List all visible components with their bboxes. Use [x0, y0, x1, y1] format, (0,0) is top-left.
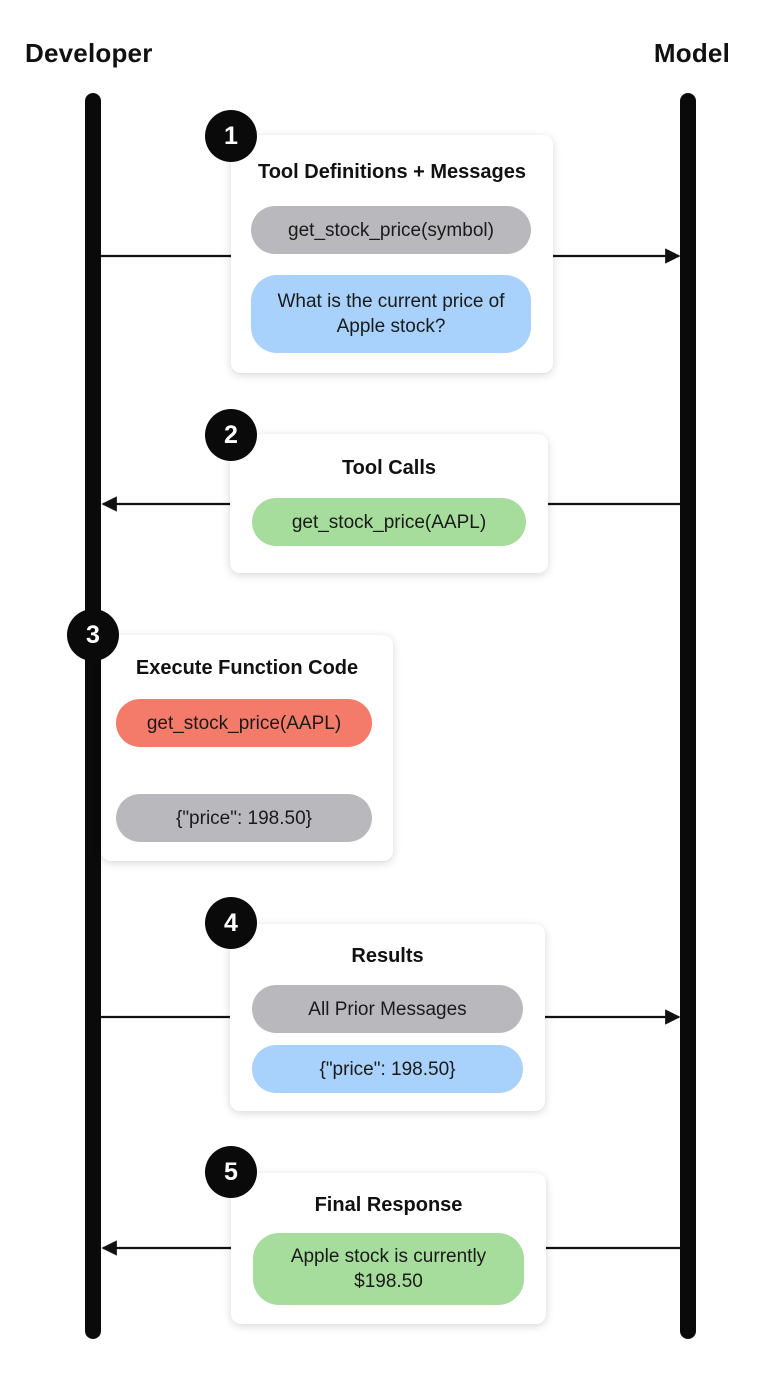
step-4-result-pill: {"price": 198.50} [252, 1045, 523, 1093]
step-5-title: Final Response [314, 1194, 463, 1216]
step-4-number-badge: 4 [205, 897, 257, 949]
step-3-result-pill: {"price": 198.50} [116, 794, 372, 842]
model-label: Model [653, 38, 730, 68]
step-1-tool-definition-pill: get_stock_price(symbol) [251, 206, 531, 254]
developer-label: Developer [25, 38, 153, 68]
step-2-tool-call-pill: get_stock_price(AAPL) [252, 498, 526, 546]
step-5-card: Final Response Apple stock is currently … [231, 1173, 546, 1324]
model-lifeline [680, 93, 696, 1339]
step-2-title: Tool Calls [341, 457, 437, 479]
step-2-number-badge: 2 [205, 409, 257, 461]
step-1-message-pill: What is the current price of Apple stock… [251, 275, 531, 353]
step-3-function-call-pill: get_stock_price(AAPL) [116, 699, 372, 747]
step-3-number-badge: 3 [67, 609, 119, 661]
step-3-title: Execute Function Code [135, 657, 359, 679]
step-5-final-response-pill: Apple stock is currently $198.50 [253, 1233, 524, 1305]
step-4-card: Results All Prior Messages {"price": 198… [230, 924, 545, 1111]
step-5-number-badge: 5 [205, 1146, 257, 1198]
step-4-prior-messages-pill: All Prior Messages [252, 985, 523, 1033]
step-1-title: Tool Definitions + Messages [257, 161, 527, 183]
step-4-title: Results [351, 945, 424, 967]
step-1-card: Tool Definitions + Messages get_stock_pr… [231, 135, 553, 373]
step-3-card: Execute Function Code get_stock_price(AA… [101, 635, 393, 861]
step-2-card: Tool Calls get_stock_price(AAPL) [230, 434, 548, 573]
developer-lifeline [85, 93, 101, 1339]
step-1-number-badge: 1 [205, 110, 257, 162]
